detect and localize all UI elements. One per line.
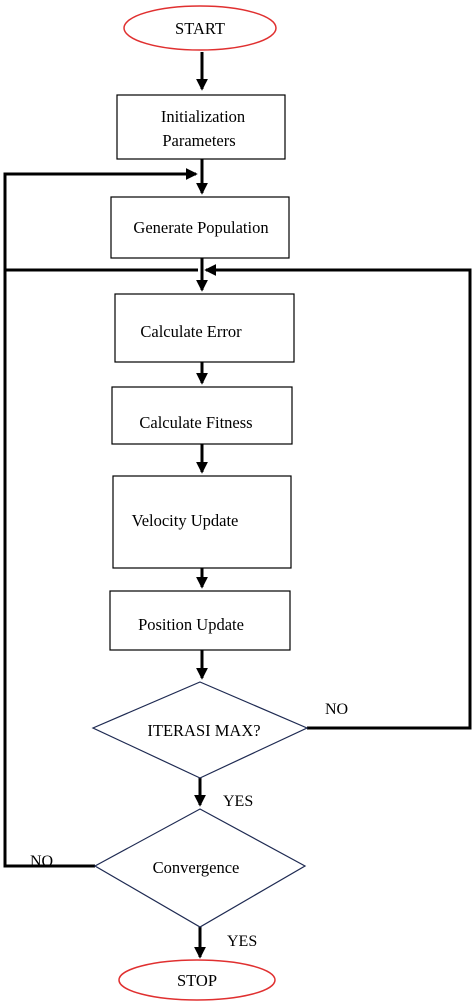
generate-population-box: Generate Population — [110, 196, 290, 259]
calculate-fitness-box: Calculate Fitness — [111, 386, 293, 445]
convergence-label: Convergence — [153, 858, 240, 877]
convergence-yes-label: YES — [227, 933, 257, 950]
iter-max-yes-label: YES — [223, 793, 253, 810]
arrow-convergence-no-loop — [3, 168, 198, 868]
position-update-box: Position Update — [109, 590, 291, 651]
arrow-iter-max-no-loop — [204, 264, 472, 730]
stop-node: STOP — [118, 959, 276, 1001]
convergence-no-label: NO — [30, 853, 53, 870]
velocity-update-box: Velocity Update — [112, 475, 292, 569]
start-node: START — [123, 5, 277, 51]
start-label: START — [175, 19, 225, 38]
generate-population-label: Generate Population — [133, 218, 268, 237]
init-label-line2: Parameters — [162, 131, 235, 150]
init-parameters-box: Initialization Parameters — [116, 94, 286, 160]
calculate-fitness-label: Calculate Fitness — [139, 413, 252, 432]
init-label-line1: Initialization — [161, 107, 245, 126]
iteration-max-label: ITERASI MAX? — [147, 721, 260, 740]
iter-max-no-label: NO — [325, 701, 348, 718]
stop-label: STOP — [177, 971, 217, 990]
connectors — [3, 52, 472, 959]
convergence-decision: Convergence — [93, 808, 307, 928]
iteration-max-decision: ITERASI MAX? — [91, 681, 309, 779]
position-update-label: Position Update — [138, 615, 244, 634]
calculate-error-box: Calculate Error — [114, 293, 295, 363]
calculate-error-label: Calculate Error — [140, 322, 242, 341]
velocity-update-label: Velocity Update — [132, 511, 239, 530]
